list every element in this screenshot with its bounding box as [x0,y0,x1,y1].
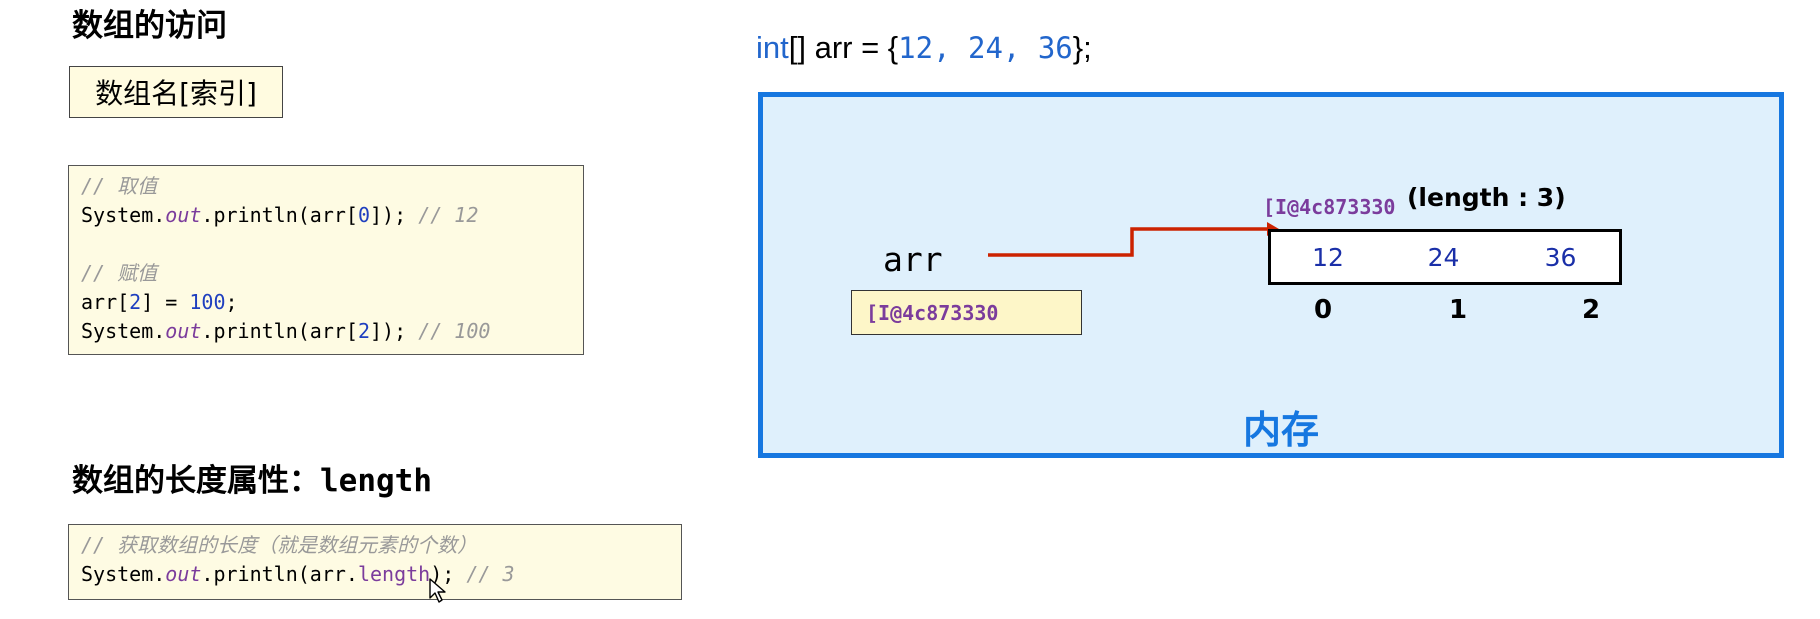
code-block-length: // 获取数组的长度（就是数组元素的个数） System.out.println… [68,524,682,600]
variable-value-box: [I@4c873330 [851,290,1082,335]
array-cell: 36 [1502,229,1622,285]
array-index: 2 [1581,295,1601,325]
memory-label: 内存 [1243,408,1320,452]
array-cell: 12 [1268,229,1388,285]
reference-arrow [988,222,1279,257]
array-declaration: int[] arr = {12, 24, 36}; [756,30,1092,65]
memory-panel: arr [I@4c873330 [I@4c873330 (length : 3)… [758,92,1784,458]
section-title-array-access: 数组的访问 [72,8,227,44]
code-comment: // 取值 [81,174,158,198]
section-title-length: 数组的长度属性：length [72,463,432,499]
code-comment: // 赋值 [81,261,158,285]
syntax-box: 数组名[索引] [69,66,283,118]
code-block-access: // 取值 System.out.println(arr[0]); // 12 … [68,165,584,355]
heap-address: [I@4c873330 [1263,195,1396,219]
mouse-cursor-icon [429,578,446,603]
array-index: 0 [1313,295,1333,325]
length-label: (length : 3) [1407,183,1566,212]
array-index: 1 [1448,295,1468,325]
code-comment: // 获取数组的长度（就是数组元素的个数） [81,533,478,557]
array-cell: 24 [1385,229,1505,285]
variable-name: arr [883,240,943,279]
syntax-text: 数组名[索引] [95,77,257,110]
